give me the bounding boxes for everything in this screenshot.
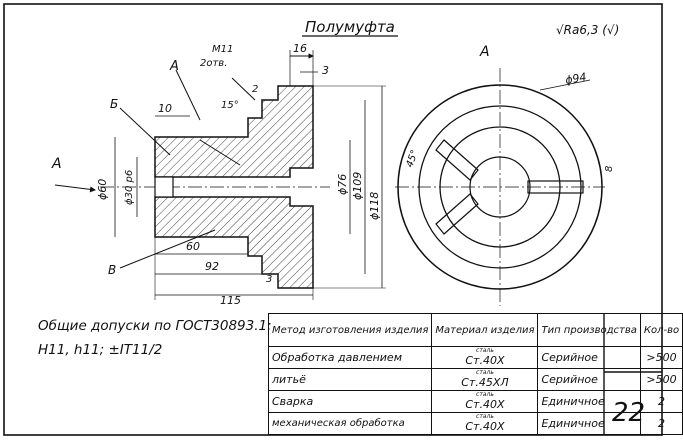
roughness-symbol: √Ra6,3 (√) bbox=[556, 23, 619, 37]
header-method: Метод изготовления изделия bbox=[267, 313, 433, 347]
tolerance-note-line2: H11, h11; ±IT11/2 bbox=[38, 342, 163, 358]
dim-3-bottom: 3 bbox=[266, 274, 272, 285]
dim-30: ϕ30 p6 bbox=[124, 170, 135, 205]
dim-3-top: 3 bbox=[322, 64, 329, 77]
table-header-row: Метод изготовления изделия Материал изде… bbox=[267, 313, 683, 347]
dim-94: ϕ94 bbox=[564, 70, 587, 86]
radial-hole-line bbox=[199, 139, 241, 166]
leader-d94 bbox=[539, 79, 591, 91]
manufacturing-table: Метод изготовления изделия Материал изде… bbox=[267, 313, 683, 435]
view-arrow-a bbox=[54, 184, 96, 193]
dim-45deg: 45° bbox=[404, 149, 420, 169]
callout-b: Б bbox=[110, 97, 118, 111]
dim-15deg: 15° bbox=[221, 100, 239, 111]
dim-109: ϕ109 bbox=[351, 172, 364, 200]
len-92: 92 bbox=[205, 260, 219, 273]
end-view-label: А bbox=[479, 44, 490, 60]
dim-10: 10 bbox=[158, 102, 172, 115]
end-view: А ϕ94 45° 8 bbox=[395, 44, 615, 306]
leader-m11 bbox=[231, 77, 256, 101]
drawing-title: Полумуфта bbox=[305, 18, 395, 36]
dim-76: ϕ76 bbox=[336, 174, 349, 195]
dim-8: 8 bbox=[604, 166, 615, 172]
callout-a: А bbox=[169, 59, 179, 74]
row-qty: 2 bbox=[639, 412, 683, 435]
row-qty: >500 bbox=[639, 368, 683, 391]
slot-right bbox=[527, 180, 584, 194]
bore-circle bbox=[469, 156, 531, 218]
dim-118: ϕ118 bbox=[368, 192, 381, 220]
header-type: Тип производства bbox=[537, 313, 641, 347]
dim-60: ϕ60 bbox=[96, 179, 109, 200]
outer-circle bbox=[397, 84, 603, 290]
row-qty: 2 bbox=[639, 390, 683, 413]
dim-2: 2 bbox=[252, 84, 258, 95]
row-method: литьё bbox=[267, 368, 433, 391]
m11-count: 2отв. bbox=[200, 58, 227, 69]
upper-half-section bbox=[154, 85, 314, 178]
header-qty: Кол-во bbox=[639, 313, 683, 347]
bolt-circle bbox=[418, 105, 582, 269]
len-60: 60 bbox=[186, 240, 200, 253]
section-view: А Б В M11 2отв. А 16 3 10 15° 2 ϕ60 ϕ30 … bbox=[51, 42, 386, 307]
row-method: Сварка bbox=[267, 390, 433, 413]
slot-lower-left bbox=[435, 193, 479, 235]
m11-note: M11 bbox=[212, 44, 233, 55]
row-type: Единичное bbox=[537, 390, 641, 413]
dim-16: 16 bbox=[293, 42, 307, 55]
view-arrow-label: А bbox=[51, 156, 62, 172]
lower-half-section bbox=[154, 196, 314, 289]
leader-v bbox=[119, 229, 216, 269]
drawing-sheet: Полумуфта √Ra6,3 (√) А Б В M11 2отв. А 1… bbox=[3, 3, 683, 436]
row-method: Обработка давлением bbox=[267, 346, 433, 369]
leader-b bbox=[119, 107, 171, 156]
sheet-border bbox=[3, 3, 663, 436]
header-material: Материал изделия bbox=[431, 313, 539, 347]
row-qty: >500 bbox=[639, 346, 683, 369]
tolerance-note-line1: Общие допуски по ГОСТ30893.1: bbox=[38, 318, 272, 334]
leader-a bbox=[175, 69, 201, 121]
callout-v: В bbox=[108, 263, 116, 277]
bore-keyway bbox=[154, 176, 174, 198]
len-115: 115 bbox=[220, 294, 241, 307]
row-method: механическая обработка bbox=[267, 412, 433, 435]
row-type: Единичное bbox=[537, 412, 641, 435]
slot-upper-left bbox=[435, 139, 479, 181]
row-type: Серийное bbox=[537, 346, 641, 369]
row-type: Серийное bbox=[537, 368, 641, 391]
hub-circle bbox=[439, 126, 561, 248]
